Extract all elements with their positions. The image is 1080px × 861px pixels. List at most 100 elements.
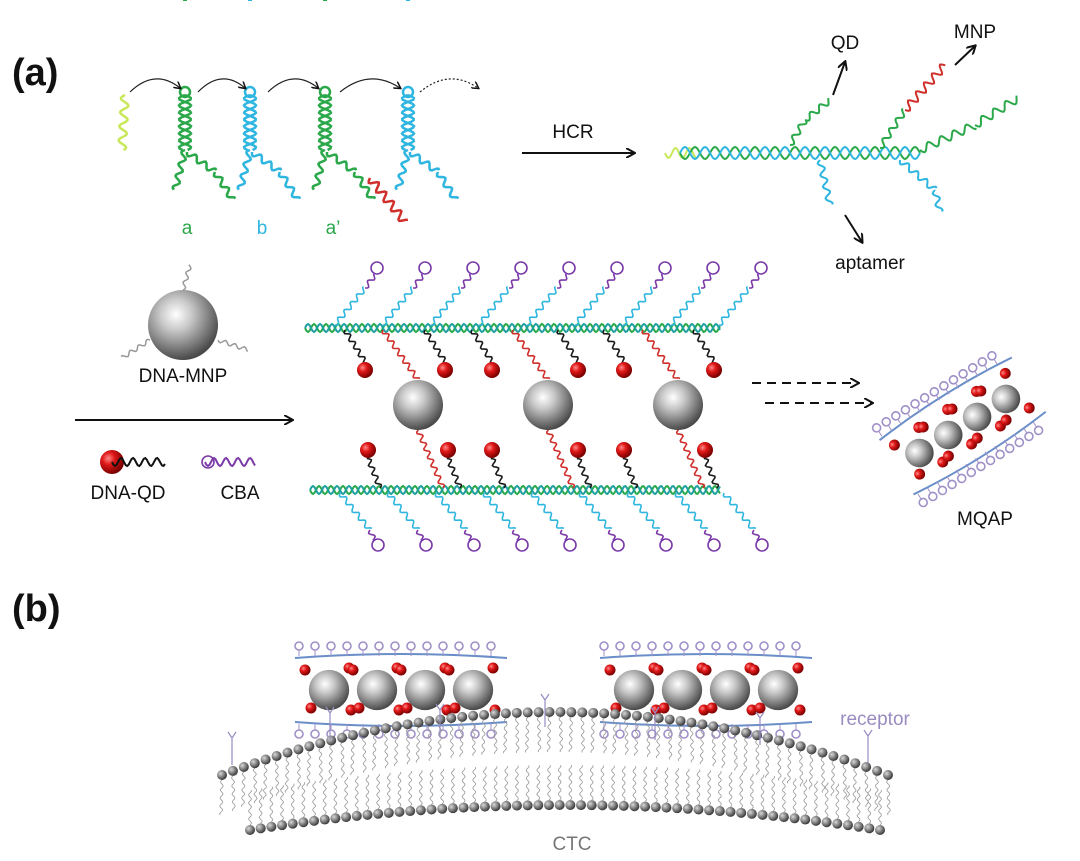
aggregate-aptamer-loop xyxy=(1024,431,1034,442)
aggregate-aptamer-loop xyxy=(759,641,769,651)
reaction-arrow xyxy=(129,78,180,93)
aggregate-aptamer-loop xyxy=(486,641,496,651)
lipid-head-inner xyxy=(650,802,661,813)
lipid-tail xyxy=(677,725,683,761)
aptamer-stem xyxy=(945,388,950,395)
lipid-head-outer xyxy=(217,770,227,780)
lipid-tail xyxy=(514,717,520,753)
aggregate-aptamer-loop xyxy=(891,411,901,421)
bottom-aptamer-strand xyxy=(578,492,613,530)
lipid-head-inner xyxy=(330,813,341,824)
lipid-tail xyxy=(440,768,445,805)
lipid-head-outer xyxy=(577,707,588,718)
lipid-head-inner xyxy=(875,825,885,835)
reaction-arrow xyxy=(267,78,318,93)
lipid-tail xyxy=(621,765,626,802)
lipid-head-outer xyxy=(872,765,883,776)
lipid-head-outer xyxy=(522,707,533,718)
aggregate-aptamer-loop xyxy=(791,729,801,739)
lipid-head-outer xyxy=(500,708,511,719)
aggregate-qd xyxy=(706,702,718,714)
aggregate-aptamer-loop xyxy=(631,641,641,651)
lipid-tail xyxy=(481,719,486,755)
lipid-head-outer xyxy=(446,713,457,724)
aggregate-mnp xyxy=(356,669,398,711)
lipid-head-inner xyxy=(714,806,725,817)
lipid-tail xyxy=(405,729,411,765)
lipid-head-inner xyxy=(394,806,405,817)
aggregate-aptamer-loop xyxy=(987,350,997,361)
top-cba xyxy=(653,273,664,289)
lipid-tail xyxy=(781,777,786,813)
lipid-head-outer xyxy=(533,707,544,718)
lipid-tail xyxy=(231,775,236,812)
lipid-head-outer xyxy=(369,725,380,736)
lipid-head-outer xyxy=(227,765,238,776)
bottom-mnp-strand xyxy=(415,429,446,489)
lipid-head-outer xyxy=(784,738,795,749)
hairpin-a-stem-2 xyxy=(177,93,193,152)
aggregate-mnp xyxy=(452,669,494,711)
aggregate-qd xyxy=(914,468,926,480)
aggregate-aptamer-loop xyxy=(1004,443,1015,454)
lipid-head-outer xyxy=(249,758,260,769)
lipid-head-inner xyxy=(618,800,629,811)
lipid-head-outer xyxy=(511,707,522,718)
top-qd-strand xyxy=(556,329,579,364)
lipid-head-outer xyxy=(304,741,315,752)
lipid-tail xyxy=(611,765,615,801)
lipid-tail xyxy=(820,757,826,793)
lipid-tail xyxy=(699,729,705,765)
lipid-head-inner xyxy=(255,823,266,834)
hairpin-a-prime-stem-2 xyxy=(317,93,333,152)
lipid-head-inner xyxy=(501,800,512,811)
top-cba xyxy=(413,273,424,289)
top-cba xyxy=(701,273,712,289)
bottom-quantum-dot xyxy=(484,442,500,458)
lipid-tail xyxy=(777,745,782,781)
lipid-head-outer xyxy=(686,717,697,728)
aggregate-aptamer-loop xyxy=(342,641,352,651)
top-qd-strand xyxy=(423,329,446,364)
receptor-icon xyxy=(435,703,445,712)
aptamer-stem xyxy=(936,481,941,488)
lipid-tail xyxy=(449,722,455,759)
bottom-cba xyxy=(415,529,425,541)
strand-tail-1 xyxy=(919,123,978,154)
lipid-tail xyxy=(241,771,246,808)
lipid-tail xyxy=(643,766,648,802)
lipid-tail xyxy=(524,717,530,753)
dna-mnp-strand-2 xyxy=(120,338,151,358)
lipid-head-outer xyxy=(620,709,631,720)
lipid-head-inner xyxy=(554,800,565,811)
lipid-tail xyxy=(612,718,617,755)
lipid-tail xyxy=(685,768,690,805)
aggregate-mnp xyxy=(709,669,751,711)
aggregate-aptamer-loop xyxy=(663,641,673,651)
lipid-tail xyxy=(830,760,836,797)
receptor-icon xyxy=(863,729,873,738)
lipid-tail xyxy=(886,779,891,816)
lipid-tail xyxy=(365,774,370,811)
top-qd-strand xyxy=(343,329,366,364)
lipid-head-outer xyxy=(806,744,817,755)
lipid-tail xyxy=(786,748,792,784)
bottom-qd-strand xyxy=(490,457,507,489)
lipid-head-inner xyxy=(383,807,394,818)
aggregate-aptamer-loop xyxy=(310,641,320,651)
lipid-head-outer xyxy=(631,710,642,721)
aggregate-aptamer-loop xyxy=(631,729,641,739)
bottom-scaffold-strand-2 xyxy=(309,484,721,496)
aptamer-stem xyxy=(984,451,989,458)
lipid-tail xyxy=(525,765,530,801)
aggregate-top-strand xyxy=(599,653,813,659)
aggregate-qd xyxy=(917,421,929,433)
lipid-tail xyxy=(568,716,574,753)
bottom-quantum-dot xyxy=(616,442,632,458)
lipid-tail xyxy=(803,779,808,815)
dna-mnp-label: DNA-MNP xyxy=(138,366,228,387)
aggregate-aptamer-loop xyxy=(422,729,432,739)
hairpin-b-tail-3 xyxy=(277,171,302,200)
aptamer-stem xyxy=(878,430,883,437)
